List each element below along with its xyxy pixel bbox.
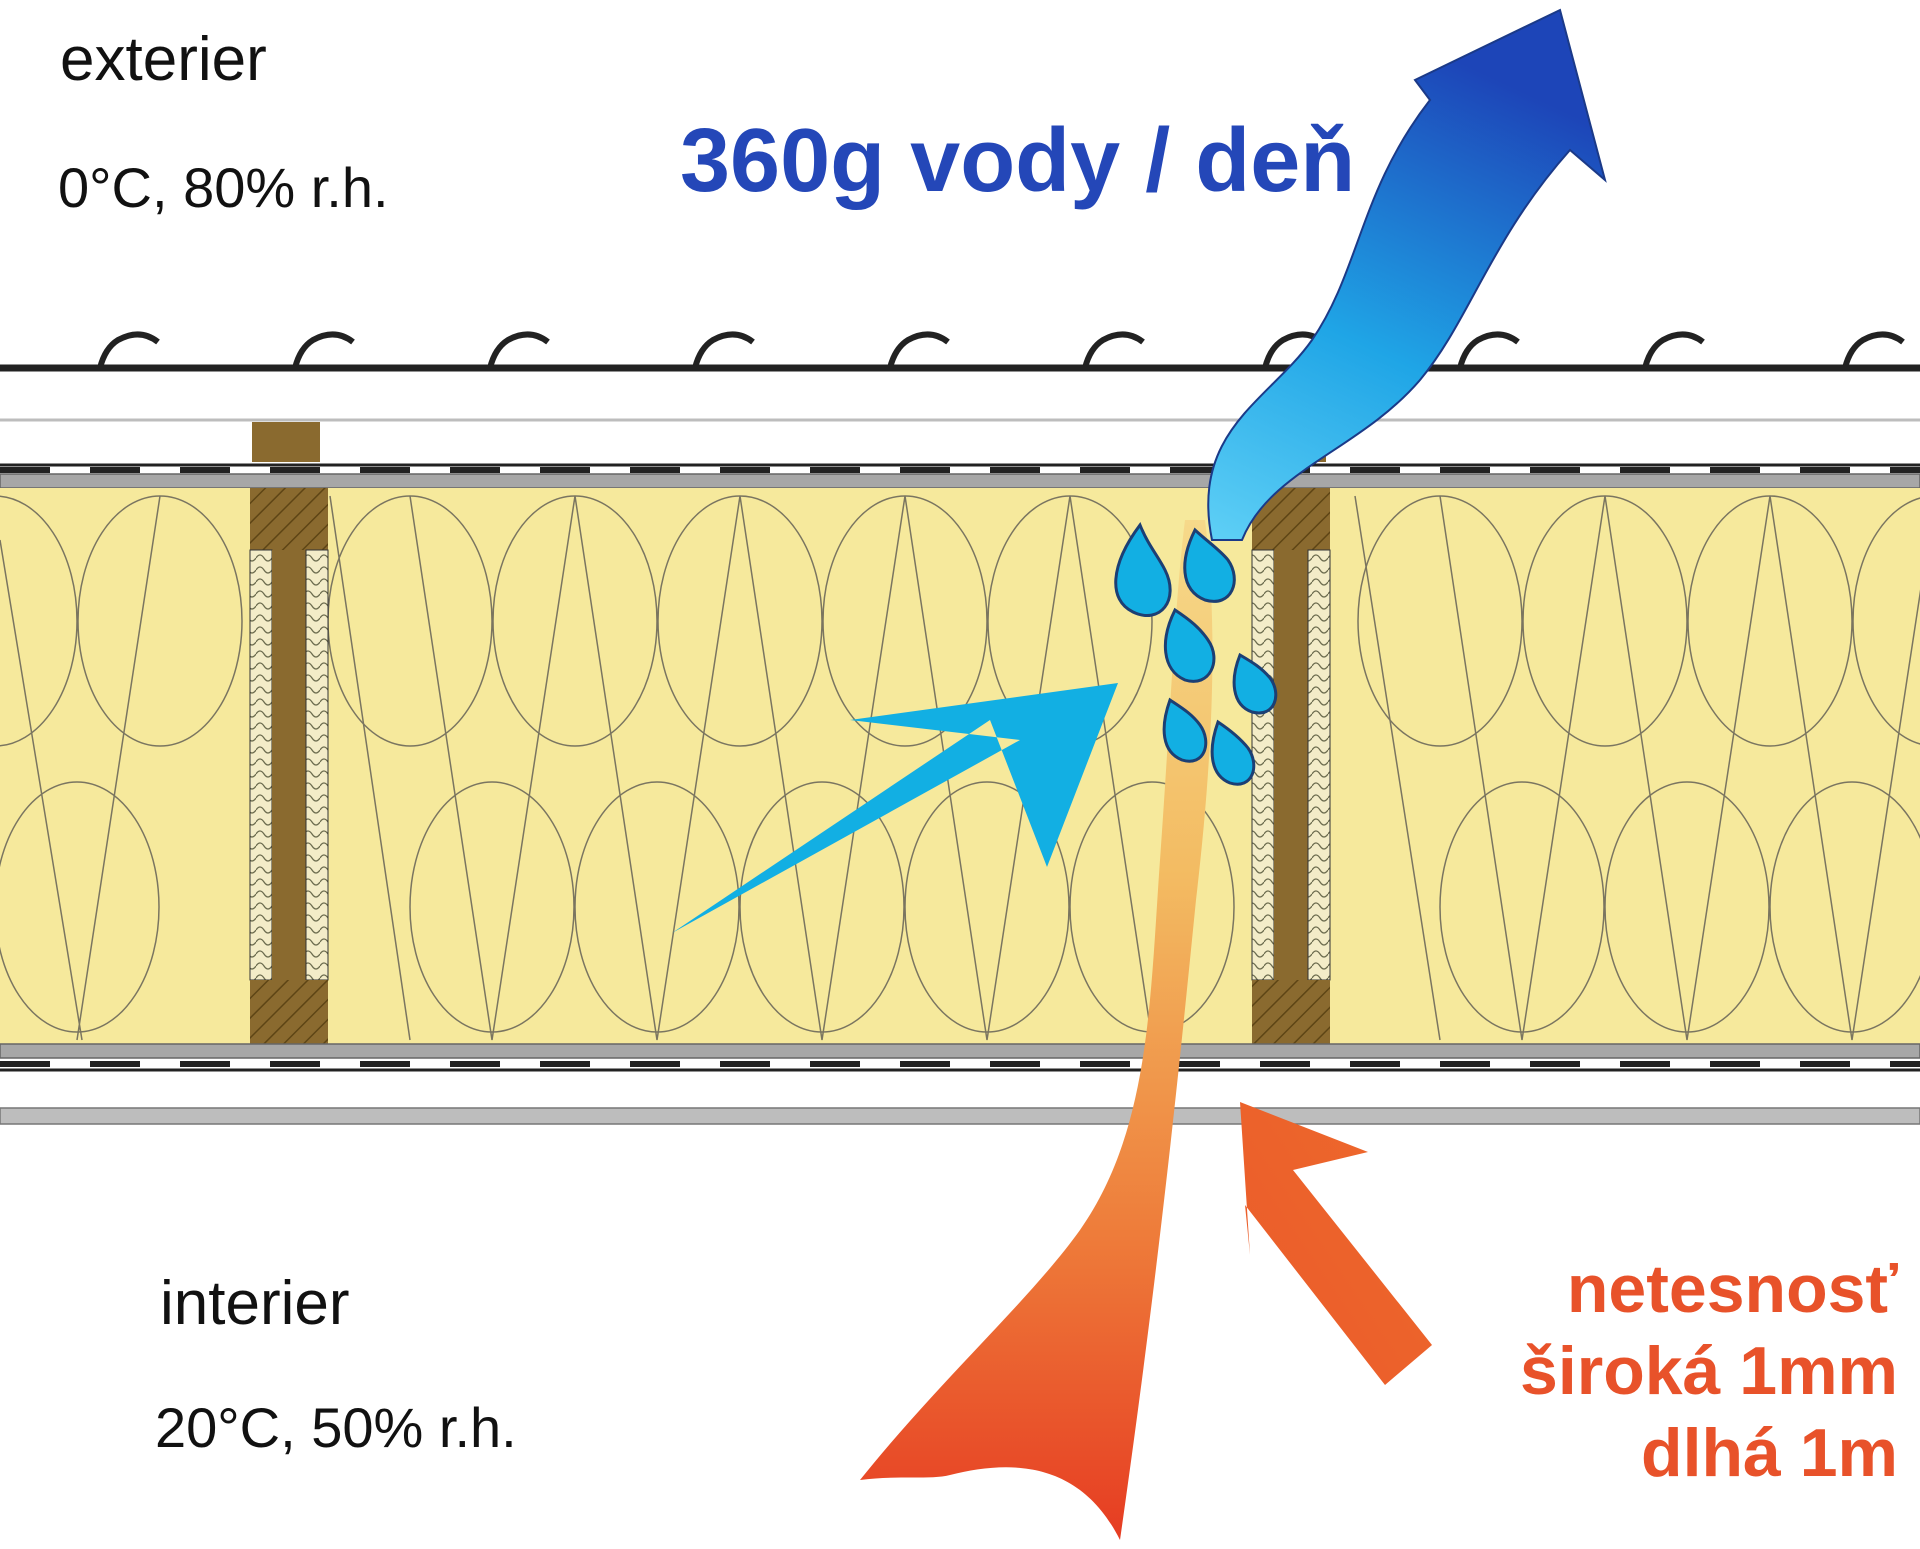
interior-label: interier — [160, 1269, 350, 1338]
vapour-outflow-arrow — [1207, 8, 1607, 541]
exterior-conditions: 0°C, 80% r.h. — [58, 156, 389, 219]
timber-stud-left — [249, 488, 329, 1044]
upper-membrane — [0, 463, 1920, 489]
leak-pointer-arrow-icon — [1240, 1102, 1432, 1385]
leak-line-2: široká 1mm — [1520, 1333, 1898, 1409]
exterior-label: exterier — [60, 25, 267, 94]
lower-membrane — [0, 1043, 1920, 1125]
leak-description: netesnosť široká 1mm dlhá 1m — [1520, 1248, 1898, 1494]
roof-tile-icon — [97, 331, 1905, 369]
roof-covering — [0, 331, 1920, 422]
water-drop-icon — [1114, 521, 1278, 786]
moisture-arrow-icon — [672, 683, 1118, 933]
leak-line-1: netesnosť — [1566, 1251, 1898, 1327]
leak-line-3: dlhá 1m — [1641, 1415, 1898, 1491]
timber-stud-right — [1251, 488, 1331, 1044]
vapour-flow-text: 360g vody / deň — [680, 111, 1356, 211]
warm-air-leak-plume — [860, 520, 1213, 1540]
roof-batten — [252, 422, 320, 462]
interior-conditions: 20°C, 50% r.h. — [155, 1396, 517, 1459]
